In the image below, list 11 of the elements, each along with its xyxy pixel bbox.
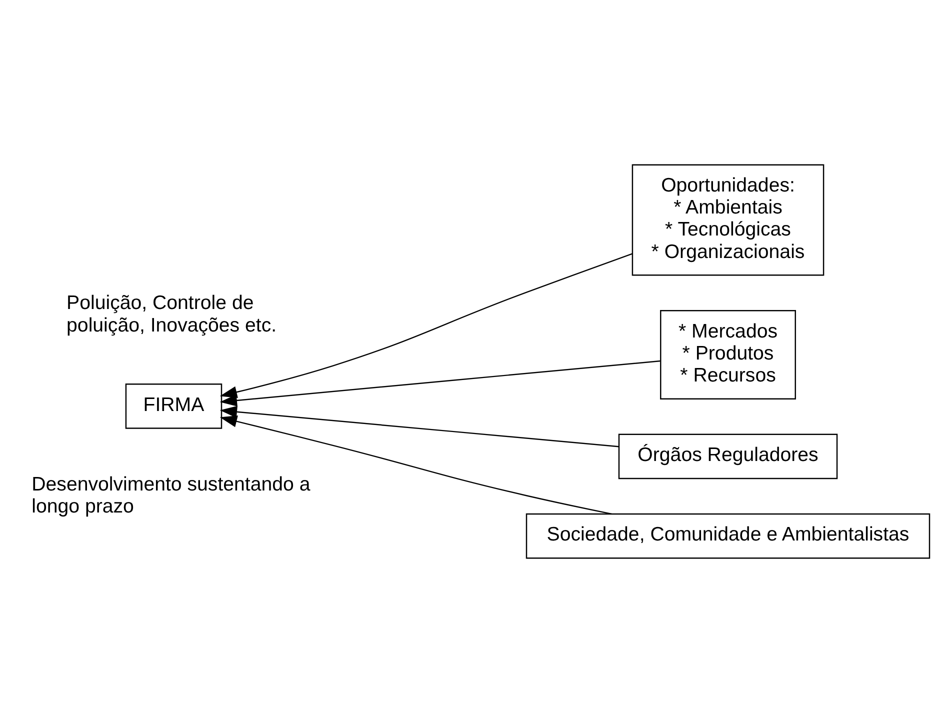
label: Poluição, Controle de poluição, Inovações etc. — [66, 292, 276, 336]
node-box: FIRMA — [124, 383, 222, 428]
arrow — [219, 405, 618, 447]
arrow — [219, 360, 660, 406]
arrow — [219, 252, 632, 398]
arrow — [219, 414, 612, 514]
node-box: Sociedade, Comunidade e Ambientalistas — [525, 512, 930, 558]
node-box: * Mercados * Produtos * Recursos — [660, 310, 796, 399]
node-box: Oportunidades: * Ambientais * Tecnológicas * Organizacionais — [631, 164, 824, 276]
node-box: Órgãos Reguladores — [618, 433, 838, 479]
label: Desenvolvimento sustentando a longo prazo — [31, 472, 310, 518]
